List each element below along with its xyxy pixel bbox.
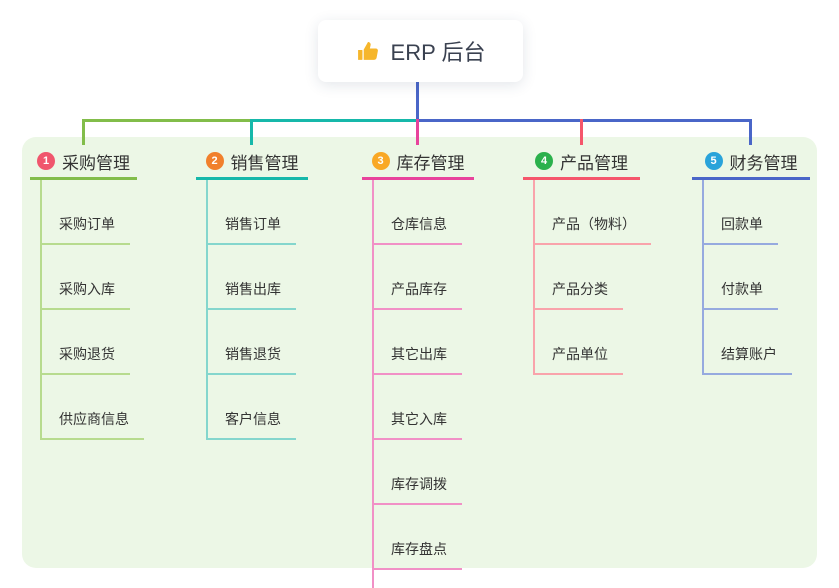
node-product-category[interactable]: 产品分类	[535, 245, 623, 310]
branch-badge: 5	[704, 152, 723, 170]
node-outbound-detail[interactable]: 出库库明细	[374, 570, 476, 588]
branch-header-sales[interactable]: 2 销售管理	[196, 145, 308, 180]
branch-children: 销售订单 销售出库 销售退货 客户信息	[206, 180, 296, 440]
node-customer-info[interactable]: 客户信息	[208, 375, 296, 440]
branch-badge: 1	[37, 152, 55, 170]
branches-panel	[22, 137, 817, 568]
node-warehouse-info[interactable]: 仓库信息	[374, 180, 462, 245]
node-payment-doc[interactable]: 付款单	[704, 245, 778, 310]
branch-badge: 4	[535, 152, 553, 170]
node-settlement-account[interactable]: 结算账户	[704, 310, 792, 375]
branch-label: 库存管理	[396, 153, 465, 173]
branch-label: 销售管理	[230, 153, 299, 173]
node-product-unit[interactable]: 产品单位	[535, 310, 623, 375]
branch-sales: 2 销售管理 销售订单 销售出库 销售退货 客户信息	[196, 145, 308, 440]
branch-product: 4 产品管理 产品（物料） 产品分类 产品单位	[523, 145, 651, 375]
branch-badge: 3	[371, 152, 390, 170]
drop-line-purchase	[82, 119, 85, 145]
node-receipt-doc[interactable]: 回款单	[704, 180, 778, 245]
node-stock-count[interactable]: 库存盘点	[374, 505, 462, 570]
branch-children: 回款单 付款单 结算账户	[702, 180, 792, 375]
branch-header-inventory[interactable]: 3 库存管理	[362, 145, 474, 180]
node-purchase-order[interactable]: 采购订单	[42, 180, 130, 245]
branch-children: 采购订单 采购入库 采购退货 供应商信息	[40, 180, 144, 440]
node-supplier-info[interactable]: 供应商信息	[42, 375, 144, 440]
node-sales-outbound[interactable]: 销售出库	[208, 245, 296, 310]
branch-label: 采购管理	[62, 153, 130, 173]
node-product-material[interactable]: 产品（物料）	[535, 180, 651, 245]
branch-header-product[interactable]: 4 产品管理	[523, 145, 640, 180]
drop-line-inventory	[416, 119, 419, 145]
branch-label: 产品管理	[560, 153, 628, 173]
drop-line-finance	[749, 119, 752, 145]
node-stock-transfer[interactable]: 库存调拨	[374, 440, 462, 505]
branch-children: 仓库信息 产品库存 其它出库 其它入库 库存调拨 库存盘点 出库库明细	[372, 180, 476, 588]
branch-header-purchase[interactable]: 1 采购管理	[30, 145, 137, 180]
branch-header-finance[interactable]: 5 财务管理	[692, 145, 810, 180]
node-sales-order[interactable]: 销售订单	[208, 180, 296, 245]
node-other-inbound[interactable]: 其它入库	[374, 375, 462, 440]
node-sales-return[interactable]: 销售退货	[208, 310, 296, 375]
node-purchase-inbound[interactable]: 采购入库	[42, 245, 130, 310]
branch-purchase: 1 采购管理 采购订单 采购入库 采购退货 供应商信息	[30, 145, 144, 440]
branch-badge: 2	[205, 152, 224, 170]
drop-line-product	[580, 119, 583, 145]
thumbs-up-icon	[356, 39, 381, 64]
branch-label: 财务管理	[729, 153, 798, 173]
root-connector-line	[416, 82, 419, 122]
node-product-stock[interactable]: 产品库存	[374, 245, 462, 310]
node-purchase-return[interactable]: 采购退货	[42, 310, 130, 375]
node-other-outbound[interactable]: 其它出库	[374, 310, 462, 375]
bus-segment-middle	[252, 119, 418, 122]
root-node[interactable]: ERP 后台	[318, 20, 523, 82]
drop-line-sales	[250, 119, 253, 145]
branch-inventory: 3 库存管理 仓库信息 产品库存 其它出库 其它入库 库存调拨 库存盘点 出库库…	[362, 145, 474, 588]
bus-segment-left	[83, 119, 252, 122]
branch-children: 产品（物料） 产品分类 产品单位	[533, 180, 651, 375]
branch-finance: 5 财务管理 回款单 付款单 结算账户	[692, 145, 810, 375]
bus-segment-right	[418, 119, 751, 122]
root-label: ERP 后台	[390, 40, 486, 65]
